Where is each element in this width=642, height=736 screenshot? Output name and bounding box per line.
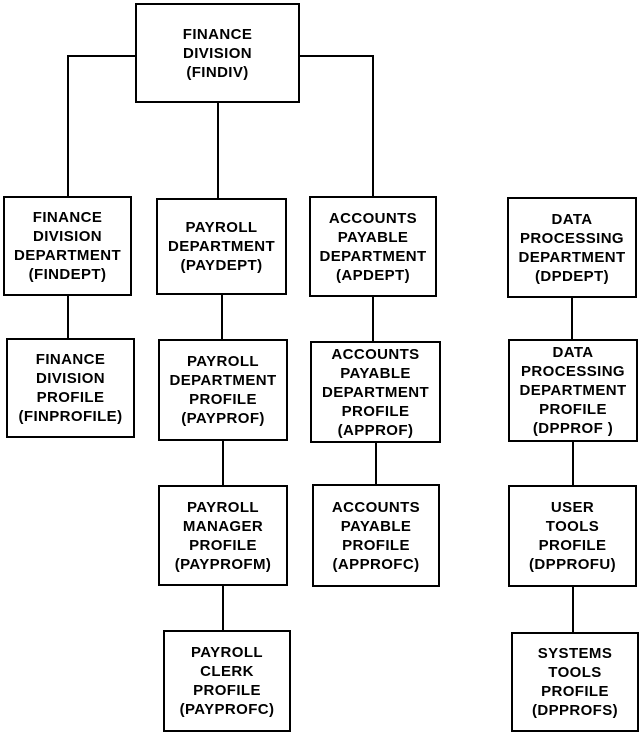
org-box-label-line: PAYROLL bbox=[187, 353, 259, 370]
org-box-label-line: PROFILE bbox=[341, 402, 410, 420]
org-box-label-line: TOOLS bbox=[545, 518, 600, 535]
org-box-label-line: (DPPROFS) bbox=[531, 702, 619, 719]
org-box-label-line: DEPARTMENT bbox=[518, 248, 626, 266]
org-box-label-line: ACCOUNTS bbox=[331, 498, 421, 516]
org-box-label-line: PROCESSING bbox=[519, 229, 625, 247]
org-box-dpprof: DATA PROCESSING DEPARTMENT PROFILE (DPPROF ) bbox=[508, 339, 638, 442]
org-box-label-line: DEPARTMENT bbox=[321, 383, 430, 401]
org-box-label-line: PROFILE bbox=[193, 682, 261, 699]
org-box-label-line: (PAYPROFM) bbox=[174, 555, 272, 573]
org-box-label-line: ACCOUNTS bbox=[328, 209, 418, 227]
org-box-label-line: PROFILE bbox=[36, 389, 105, 406]
org-box-label-line: USER bbox=[550, 499, 595, 516]
org-box-label-line: DIVISION bbox=[182, 44, 253, 62]
org-box-label-line: DIVISION bbox=[35, 370, 106, 387]
org-box-label-line: DEPARTMENT bbox=[167, 238, 276, 255]
org-box-label-line: DEPARTMENT bbox=[169, 372, 277, 389]
connector-line bbox=[372, 297, 374, 341]
org-box-label-line: PROFILE bbox=[189, 391, 257, 408]
connector-line bbox=[571, 298, 573, 339]
org-box-dpprofs: SYSTEMS TOOLS PROFILE (DPPROFS) bbox=[511, 632, 639, 732]
org-box-label-line: DEPARTMENT bbox=[519, 382, 627, 399]
org-box-label-line: PROFILE bbox=[189, 536, 257, 554]
org-box-label-line: PROFILE bbox=[342, 536, 410, 554]
org-box-label-line: (FINDEPT) bbox=[28, 266, 107, 283]
connector-line bbox=[572, 587, 574, 632]
org-box-label-line: PAYROLL bbox=[191, 644, 263, 661]
connector-line bbox=[222, 441, 224, 485]
org-box-payprof: PAYROLL DEPARTMENT PROFILE (PAYPROF) bbox=[158, 339, 288, 441]
connector-line bbox=[217, 103, 219, 198]
org-box-label-line: PAYABLE bbox=[340, 517, 412, 535]
org-box-label-line: FINANCE bbox=[32, 209, 103, 226]
org-box-label-line: PROFILE bbox=[539, 401, 607, 418]
org-box-label-line: SYSTEMS bbox=[537, 645, 613, 662]
org-box-label-line: DEPARTMENT bbox=[13, 247, 122, 264]
org-box-label-line: (PAYPROFC) bbox=[179, 701, 275, 718]
org-box-label-line: (DPPROF ) bbox=[532, 420, 614, 437]
org-box-label-line: PROCESSING bbox=[520, 363, 626, 380]
org-box-finprofile: FINANCE DIVISION PROFILE (FINPROFILE) bbox=[6, 338, 135, 438]
org-box-findept: FINANCE DIVISION DEPARTMENT (FINDEPT) bbox=[3, 196, 132, 296]
org-box-label-line: TOOLS bbox=[548, 664, 602, 681]
org-box-label-line: FINANCE bbox=[35, 351, 106, 368]
connector-line bbox=[67, 296, 69, 338]
connector-line bbox=[372, 55, 374, 196]
org-box-payprofc: PAYROLL CLERK PROFILE (PAYPROFC) bbox=[163, 630, 291, 732]
connector-line bbox=[67, 55, 69, 196]
org-box-label-line: PAYROLL bbox=[187, 498, 259, 516]
org-box-label-line: (DPPROFU) bbox=[529, 556, 616, 573]
org-box-label-line: PROFILE bbox=[541, 683, 609, 700]
org-box-label-line: DATA bbox=[551, 210, 593, 228]
org-box-label-line: PAYROLL bbox=[185, 219, 258, 236]
org-box-label-line: (APPROF) bbox=[337, 421, 414, 439]
org-box-label-line: (APDEPT) bbox=[335, 266, 411, 284]
connector-line bbox=[375, 443, 377, 484]
org-box-label-line: (APPROFC) bbox=[332, 555, 420, 573]
org-box-label-line: PAYABLE bbox=[340, 364, 411, 382]
connector-line bbox=[68, 55, 135, 57]
org-box-label-line: MANAGER bbox=[182, 517, 264, 535]
org-box-label-line: PROFILE bbox=[538, 537, 607, 554]
connector-line bbox=[300, 55, 373, 57]
org-box-label-line: FINANCE bbox=[182, 25, 253, 43]
org-box-dpprofu: USER TOOLS PROFILE (DPPROFU) bbox=[508, 485, 637, 587]
org-box-label-line: (PAYPROF) bbox=[181, 410, 265, 427]
org-box-label-line: (FINPROFILE) bbox=[18, 408, 123, 425]
org-box-label-line: ACCOUNTS bbox=[331, 345, 420, 363]
connector-line bbox=[222, 586, 224, 630]
org-box-label-line: PAYABLE bbox=[337, 228, 409, 246]
connector-line bbox=[221, 295, 223, 339]
org-box-label-line: CLERK bbox=[200, 663, 254, 680]
org-box-label-line: DIVISION bbox=[32, 228, 103, 245]
connector-line bbox=[572, 442, 574, 485]
org-box-paydept: PAYROLL DEPARTMENT (PAYDEPT) bbox=[156, 198, 287, 295]
org-box-label-line: (DPDEPT) bbox=[534, 267, 610, 285]
org-box-label-line: DEPARTMENT bbox=[319, 247, 427, 265]
org-box-label-line: (PAYDEPT) bbox=[180, 257, 263, 274]
org-box-label-line: (FINDIV) bbox=[186, 63, 249, 81]
org-box-label-line: DATA bbox=[552, 344, 594, 361]
